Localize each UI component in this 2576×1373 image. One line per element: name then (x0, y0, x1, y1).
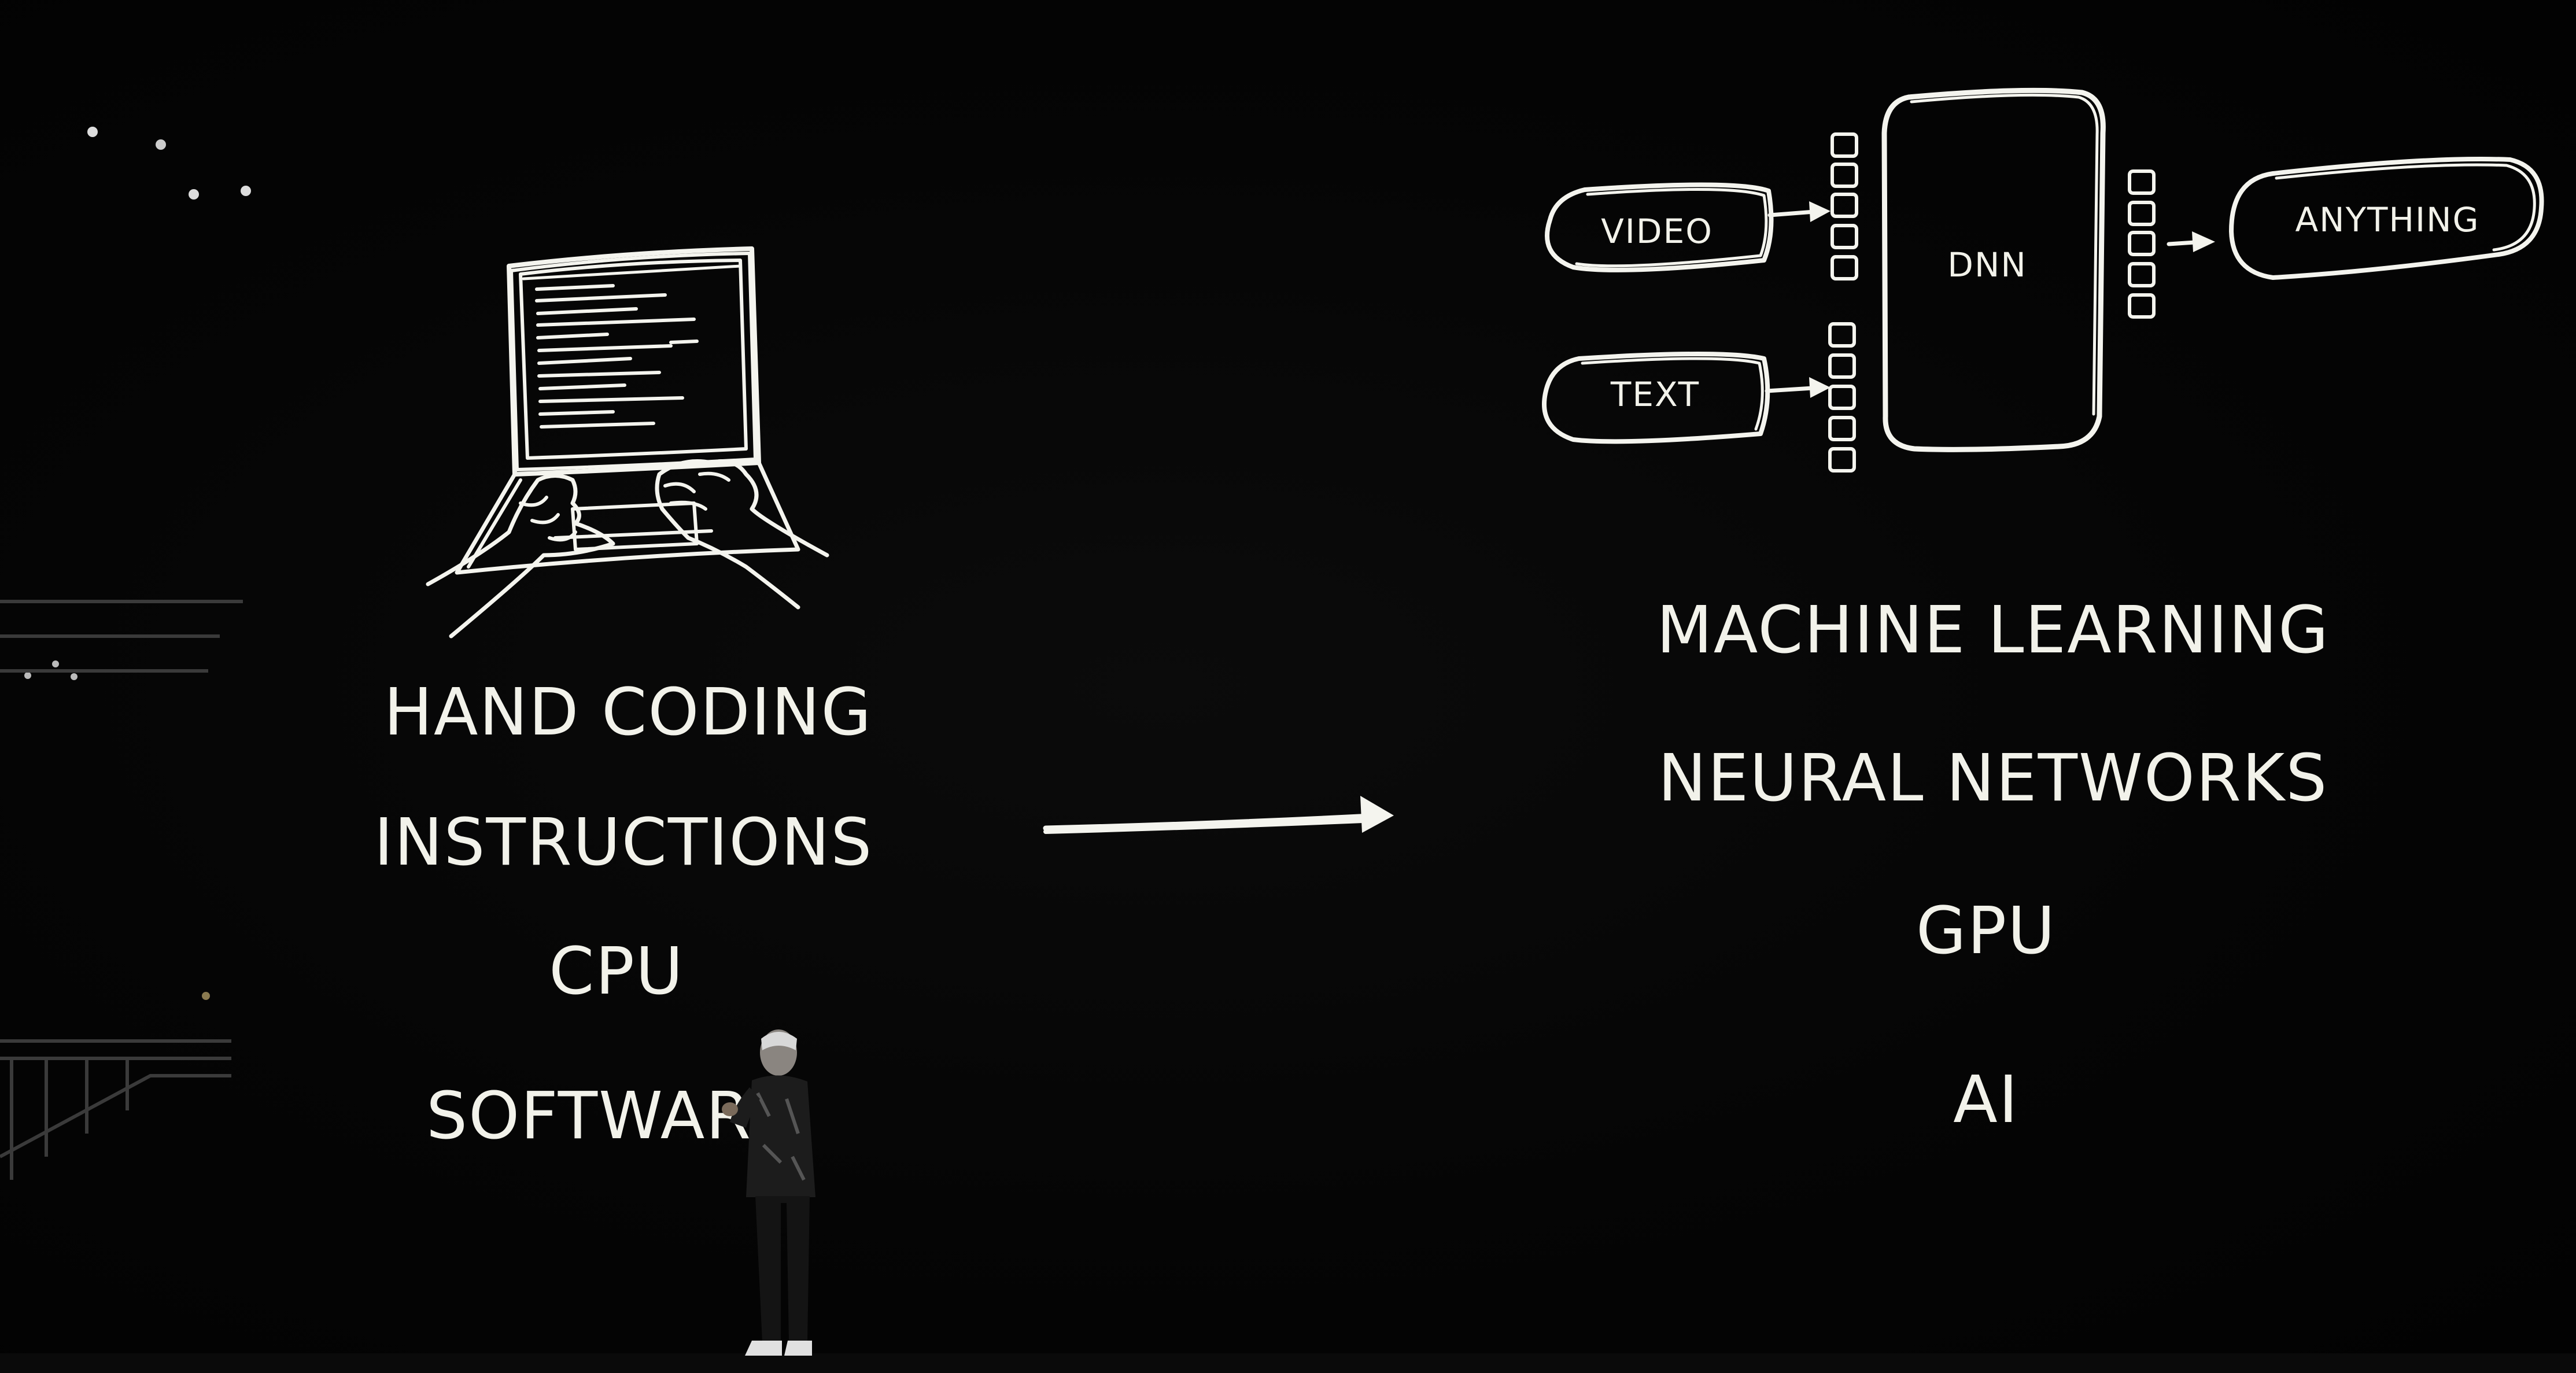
right-term-1: MACHINE LEARNING (1656, 593, 2330, 668)
right-term-3: GPU (1916, 894, 2056, 969)
stage-balcony (0, 600, 243, 1180)
laptop-hands-typing-icon (426, 246, 829, 638)
output-vector (2128, 169, 2156, 319)
left-term-1: HAND CODING (384, 675, 873, 750)
anything-node (2229, 157, 2544, 280)
presenter (722, 1029, 815, 1356)
left-term-2: INSTRUCTIONS (374, 805, 873, 880)
right-term-4: AI (1953, 1062, 2019, 1138)
dnn-label: DNN (1947, 245, 2027, 285)
dnn-node (1881, 87, 2106, 452)
venue-lights (24, 127, 251, 1000)
stage-floor (0, 1353, 2576, 1373)
text-label: TEXT (1610, 375, 1700, 414)
right-arrow-icon (1043, 796, 1394, 834)
video-label: VIDEO (1601, 212, 1713, 251)
right-term-2: NEURAL NETWORKS (1658, 741, 2328, 816)
input-vector-top (1830, 132, 1858, 280)
input-vector-bottom (1828, 322, 1856, 473)
left-term-3: CPU (549, 934, 684, 1009)
text-node (1542, 352, 1770, 444)
video-node (1545, 182, 1774, 272)
anything-label: ANYTHING (2295, 200, 2480, 239)
dnn-diagram: VIDEO TEXT DNN (1542, 87, 2544, 473)
